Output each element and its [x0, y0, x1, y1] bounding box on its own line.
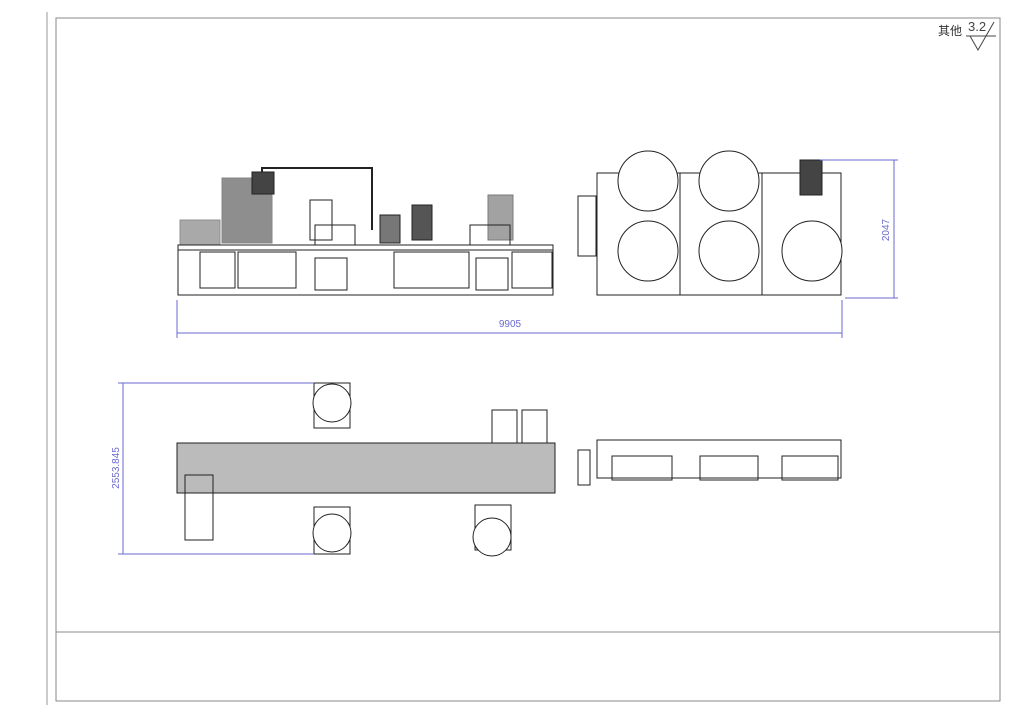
- dimension-lines: [118, 159, 898, 555]
- drawing-frame: [55, 17, 1001, 702]
- roughness-label: 其他: [938, 24, 963, 38]
- surface-roughness-symbol: [966, 21, 996, 52]
- top-plan-view: [176, 382, 556, 557]
- roughness-value: 3.2: [968, 19, 987, 34]
- side-elevation-view: [577, 150, 843, 296]
- front-elevation-view: [177, 167, 554, 296]
- dimension-width: 2553.845: [111, 447, 122, 489]
- dimension-total-length: 9905: [499, 319, 522, 330]
- end-plan-view: [577, 439, 842, 486]
- dimension-height: 2047: [881, 218, 892, 241]
